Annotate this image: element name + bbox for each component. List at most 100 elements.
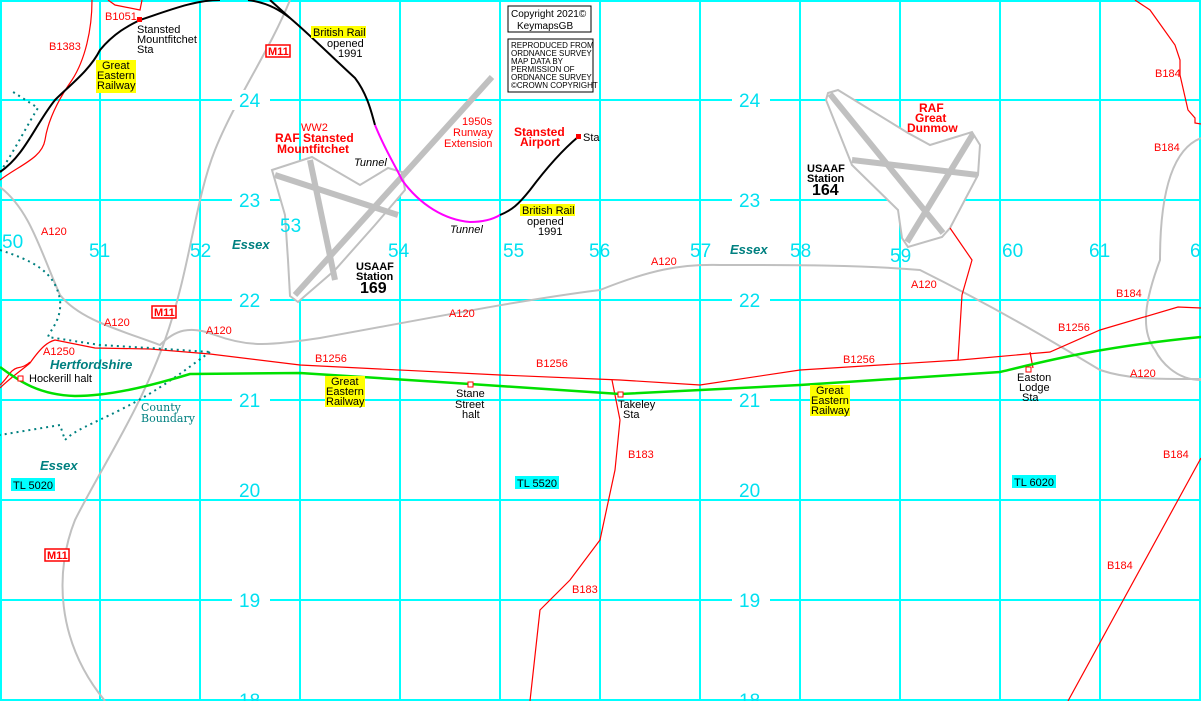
road-b1383 [0, 0, 93, 181]
easting-label: 55 [503, 241, 524, 262]
road-label: A120 [449, 308, 475, 320]
road-label: B184 [1154, 142, 1180, 154]
road-a1250 [0, 361, 31, 386]
airfield-label: 169 [360, 280, 387, 297]
station-marker-airport[interactable] [576, 134, 581, 139]
station-marker-takeley[interactable] [617, 391, 624, 398]
easting-label: 56 [589, 241, 610, 262]
railway-label: British Rail [522, 205, 575, 217]
airfield-label: RAF Stansted [275, 131, 354, 145]
airfield-label: WW2 [301, 122, 328, 134]
airfield-label: Dunmow [907, 121, 958, 135]
road-label: B183 [628, 449, 654, 461]
easting-label: 6 [1190, 241, 1201, 262]
road-label: A120 [911, 279, 937, 291]
road-label: A120 [104, 317, 130, 329]
copyright-line: Copyright 2021© [511, 9, 587, 20]
road-label: A120 [41, 226, 67, 238]
boundary-label: Boundary [141, 412, 196, 425]
airfield-label: Great [915, 111, 946, 125]
station-label: Lodge [1019, 382, 1050, 394]
west-anglia-railway [0, 0, 221, 173]
easting-label: 61 [1089, 241, 1110, 262]
railway-label: Great [816, 385, 844, 397]
easting-label: 51 [89, 241, 110, 262]
stansted-branch-south [499, 136, 579, 216]
road-b184-north [1134, 0, 1201, 125]
airfield-great-dunmow [824, 88, 982, 249]
airfield-label: Stansted [514, 125, 565, 139]
airfield-label: Mountfitchet [277, 142, 349, 156]
airfield-label: Extension [444, 138, 492, 150]
grid-ref-label: TL 5520 [517, 478, 557, 490]
station-marker-stane-street[interactable] [467, 381, 474, 388]
copyright-line: KeymapsGB [517, 21, 573, 32]
easting-label: 57 [690, 241, 711, 262]
railway-label: 1991 [338, 48, 362, 60]
road-label: B184 [1116, 288, 1142, 300]
road-label: A120 [1130, 368, 1156, 380]
easting-label: 59 [890, 246, 911, 267]
county-boundary [0, 89, 211, 442]
northing-label: 18 [739, 691, 760, 701]
airfield-label: Station [356, 271, 394, 283]
road-label-m11: M11 [268, 46, 289, 58]
os-line: ©CROWN COPYRIGHT [511, 81, 598, 90]
os-line: ORDNANCE SURVEY [511, 73, 592, 82]
road-label: A120 [206, 325, 232, 337]
boundary-label: County [141, 401, 182, 414]
grid-ref-label: TL 6020 [1014, 477, 1054, 489]
northing-label: 22 [739, 291, 760, 312]
road-label: B1256 [1058, 322, 1090, 334]
easting-label: 50 [2, 232, 23, 253]
county-label: Essex [40, 458, 78, 473]
station-marker-hockerill[interactable] [17, 375, 24, 382]
northing-label: 19 [739, 591, 760, 612]
stansted-tunnel [374, 124, 501, 224]
os-line: REPRODUCED FROM [511, 41, 594, 50]
station-marker-easton-lodge[interactable] [1025, 366, 1032, 373]
station-label: Stane [456, 388, 485, 400]
easting-labels: 50 51 52 53 54 55 56 57 58 59 60 61 6 [2, 216, 1201, 267]
station-label: halt [462, 409, 480, 421]
road-label: B1256 [843, 354, 875, 366]
northing-label: 24 [739, 91, 761, 112]
stansted-branch-spur [269, 0, 291, 19]
northing-label: 24 [239, 91, 261, 112]
railway-label: British Rail [313, 27, 366, 39]
road-label: A120 [651, 256, 677, 268]
road-label: B184 [1107, 560, 1133, 572]
station-marker-stansted-mountfitchet[interactable] [137, 17, 142, 22]
county-label: Essex [730, 242, 768, 257]
northing-label: 20 [739, 481, 760, 502]
grid-ref-label: TL 5020 [13, 480, 53, 492]
station-label: Sta [137, 44, 154, 56]
northing-label: 20 [239, 481, 260, 502]
railway-label: 1991 [538, 226, 562, 238]
road-label: B183 [572, 584, 598, 596]
county-label: Hertfordshire [50, 357, 132, 372]
road-a120 [0, 186, 1201, 381]
northing-label: 23 [239, 191, 260, 212]
airfield-label: 164 [812, 182, 839, 199]
copyright-notice: Copyright 2021© KeymapsGB REPRODUCED FRO… [507, 5, 598, 93]
railway-label: Eastern [97, 70, 135, 82]
northing-label: 19 [239, 591, 260, 612]
os-line: PERMISSION OF [511, 65, 575, 74]
railway-label: Great [331, 376, 359, 388]
station-label: Sta [1022, 392, 1039, 404]
road-b184-grey [1144, 137, 1201, 381]
airfield-label: USAAF [807, 163, 845, 175]
road-label: B1256 [536, 358, 568, 370]
os-line: MAP DATA BY [511, 57, 564, 66]
railway-label: opened [527, 216, 564, 228]
northing-label: 22 [239, 291, 260, 312]
road-b1256 [0, 306, 1201, 389]
airfield-stansted [270, 74, 495, 304]
road-label: B184 [1163, 449, 1189, 461]
stansted-branch-north [247, 0, 376, 126]
railway-label: Railway [97, 80, 136, 92]
road-b183 [529, 379, 621, 701]
station-label: Sta [583, 132, 600, 144]
northing-label: 21 [239, 391, 260, 412]
